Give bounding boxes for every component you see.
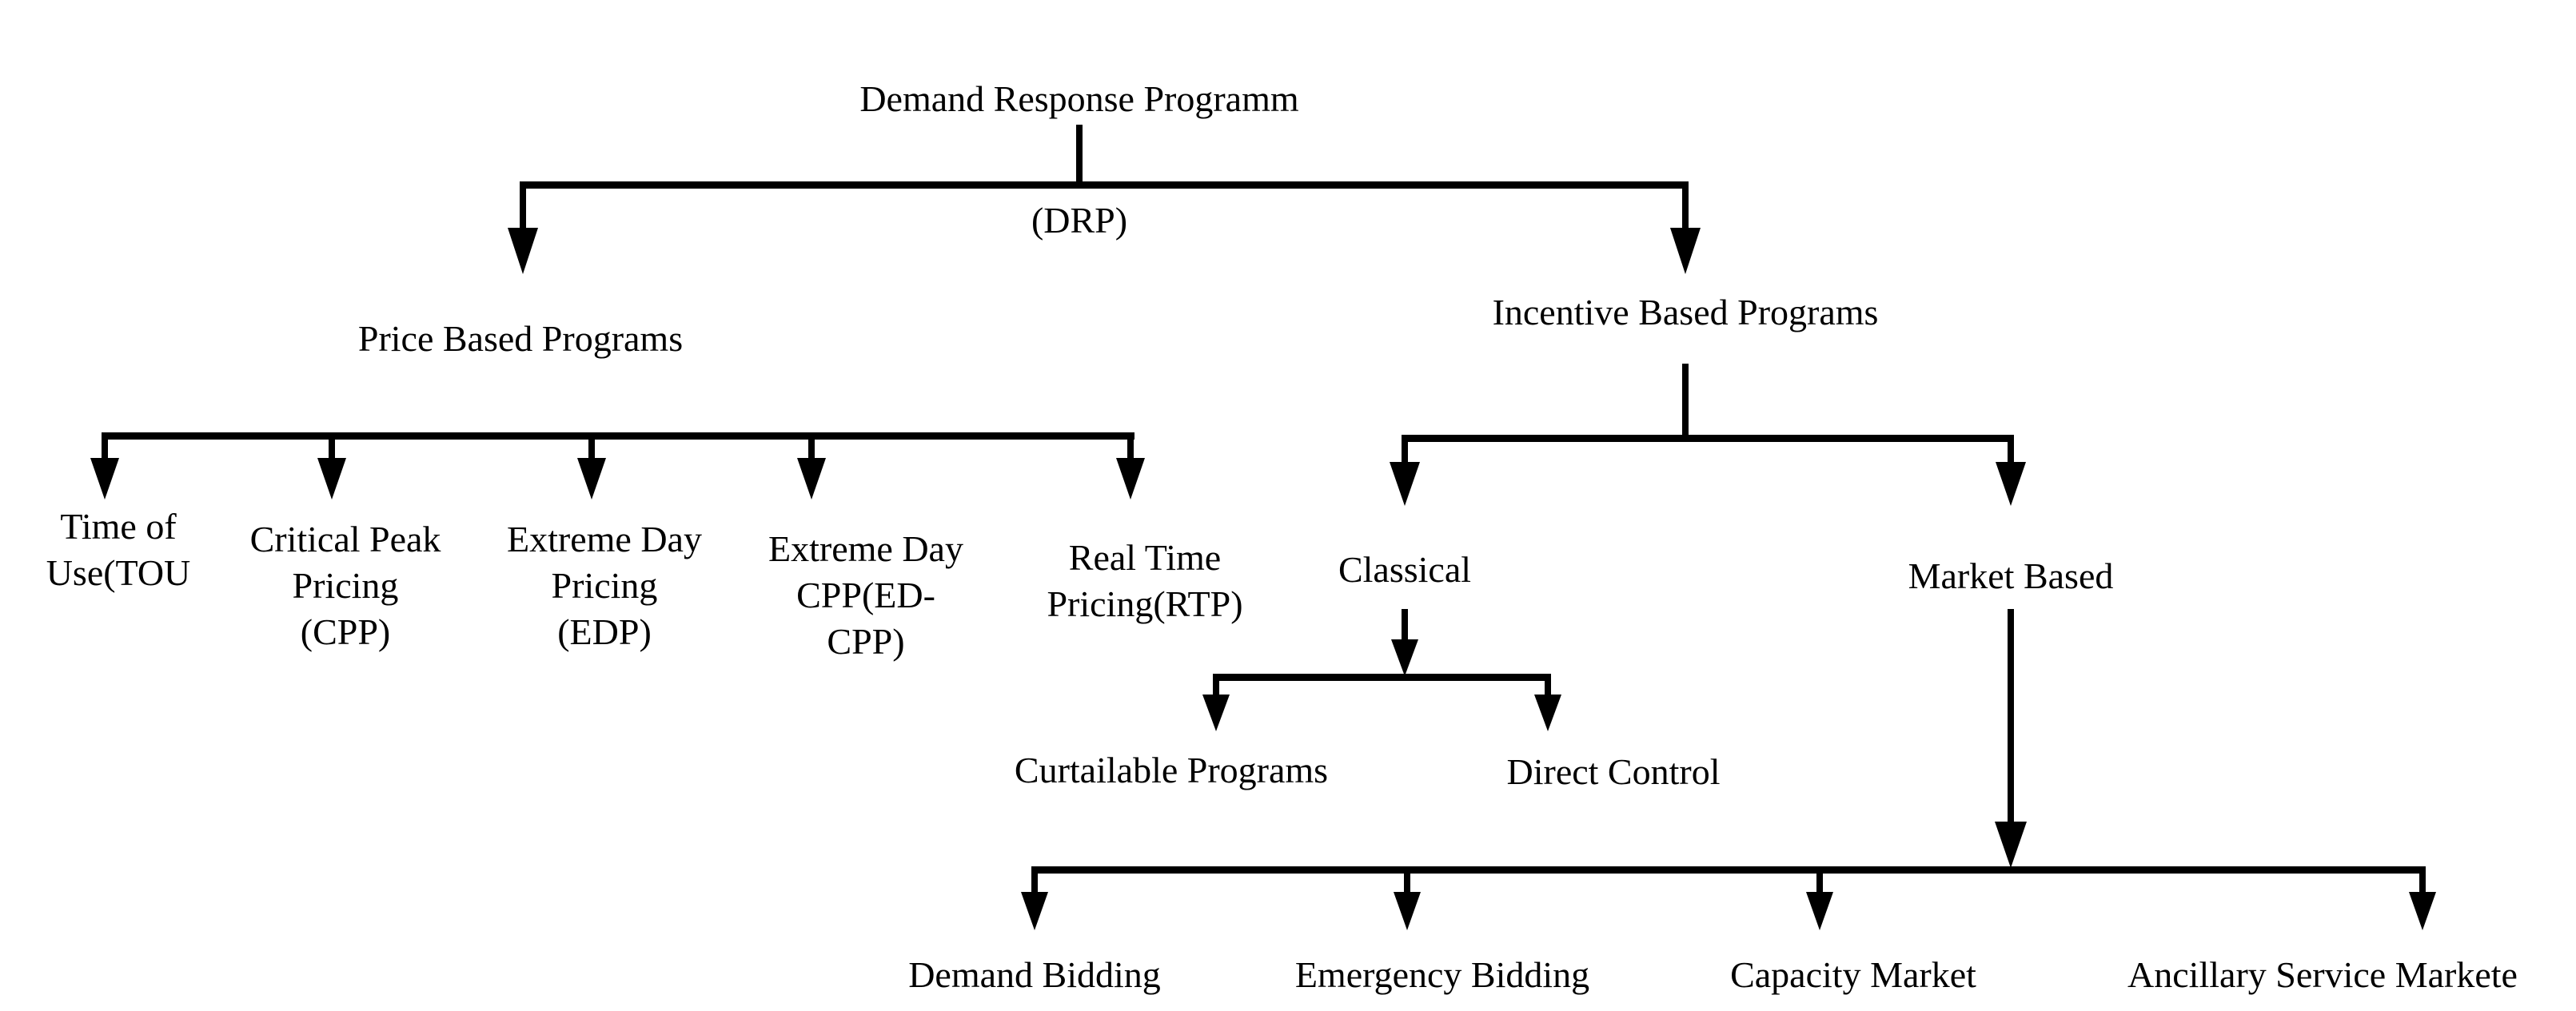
node-ancillary-service-market: Ancillary Service Markete bbox=[2127, 954, 2518, 995]
level1-branch-line bbox=[520, 181, 1689, 189]
tou-arrow-stem bbox=[102, 432, 108, 461]
price-based-arrow-stem bbox=[520, 181, 526, 231]
node-emergency-bidding: Emergency Bidding bbox=[1294, 954, 1590, 995]
classical-arrow-stem bbox=[1402, 435, 1408, 465]
incentive-based-arrow-stem bbox=[1682, 181, 1689, 231]
direct-control-arrow-stem bbox=[1545, 674, 1551, 698]
market-based-connector-arrowhead-icon bbox=[1995, 822, 2027, 868]
node-direct-control: Direct Control bbox=[1506, 751, 1721, 792]
node-curtailable-programs: Curtailable Programs bbox=[1014, 750, 1329, 790]
ancillary-down-arrowhead-icon bbox=[2409, 892, 2436, 930]
capacity-market-arrow-stem bbox=[1816, 866, 1823, 895]
classical-connector-stem bbox=[1402, 609, 1408, 644]
edcpp-down-arrowhead-icon bbox=[797, 458, 826, 500]
incentive-based-down-arrowhead-icon bbox=[1670, 228, 1701, 274]
market-based-arrow-stem bbox=[2008, 435, 2014, 465]
demand-bidding-down-arrowhead-icon bbox=[1021, 892, 1048, 930]
rtp-down-arrowhead-icon bbox=[1116, 458, 1145, 500]
root-title-line1: Demand Response Programm bbox=[859, 78, 1299, 119]
emergency-bidding-down-arrowhead-icon bbox=[1394, 892, 1421, 930]
incentive-children-branch-line bbox=[1402, 435, 2014, 442]
edcpp-arrow-stem bbox=[808, 432, 815, 461]
node-demand-bidding: Demand Bidding bbox=[908, 954, 1161, 995]
direct-control-down-arrowhead-icon bbox=[1534, 695, 1561, 731]
classical-connector-arrowhead-icon bbox=[1391, 639, 1418, 676]
root-title-line2: (DRP) bbox=[1031, 200, 1128, 241]
emergency-bidding-arrow-stem bbox=[1404, 866, 1410, 895]
classical-down-arrowhead-icon bbox=[1390, 462, 1420, 506]
incentive-connector-stem bbox=[1682, 364, 1689, 442]
root-connector-stem bbox=[1076, 125, 1083, 185]
cpp-down-arrowhead-icon bbox=[317, 458, 346, 500]
edp-down-arrowhead-icon bbox=[577, 458, 606, 500]
incentive-based-node: Incentive Based Programs bbox=[1492, 292, 1879, 332]
capacity-market-down-arrowhead-icon bbox=[1806, 892, 1833, 930]
node-time-of-use: Time of Use(TOU bbox=[46, 506, 191, 593]
rtp-arrow-stem bbox=[1127, 432, 1134, 461]
demand-bidding-arrow-stem bbox=[1031, 866, 1038, 895]
curtailable-down-arrowhead-icon bbox=[1202, 695, 1230, 731]
price-based-node: Price Based Programs bbox=[357, 318, 684, 359]
node-real-time-pricing: Real Time Pricing(RTP) bbox=[1047, 537, 1243, 624]
market-based-down-arrowhead-icon bbox=[1996, 462, 2026, 506]
market-based-node: Market Based bbox=[1908, 555, 2114, 596]
node-extreme-day-pricing: Extreme Day Pricing (EDP) bbox=[507, 519, 702, 652]
market-children-branch-line bbox=[1031, 866, 2426, 874]
tou-down-arrowhead-icon bbox=[90, 458, 119, 500]
market-based-connector-stem bbox=[2008, 609, 2014, 826]
node-capacity-market: Capacity Market bbox=[1730, 954, 1976, 995]
node-critical-peak-pricing: Critical Peak Pricing (CPP) bbox=[249, 519, 441, 652]
price-children-branch-line bbox=[102, 432, 1134, 440]
price-based-down-arrowhead-icon bbox=[508, 228, 538, 274]
node-extreme-day-cpp: Extreme Day CPP(ED- CPP) bbox=[768, 528, 963, 662]
classical-children-branch-line bbox=[1213, 674, 1551, 681]
cpp-arrow-stem bbox=[329, 432, 335, 461]
classical-node: Classical bbox=[1338, 549, 1472, 590]
curtailable-arrow-stem bbox=[1213, 674, 1219, 698]
ancillary-arrow-stem bbox=[2419, 866, 2426, 895]
edp-arrow-stem bbox=[588, 432, 595, 461]
root-node: Demand Response Programm (DRP) bbox=[760, 8, 1399, 312]
